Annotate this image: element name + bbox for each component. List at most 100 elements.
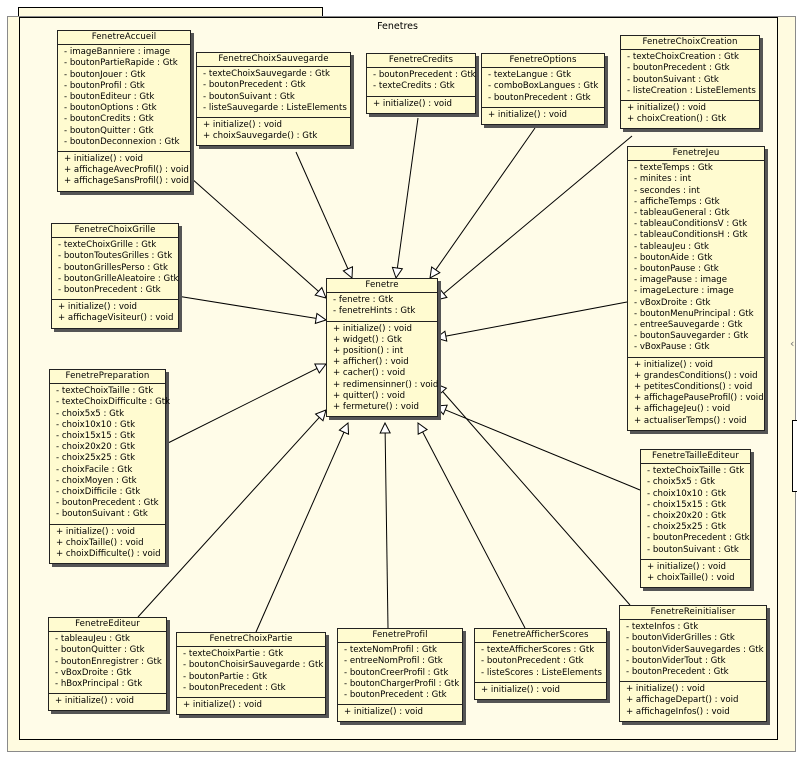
class-fenetre-options[interactable]: FenetreOptions- texteLangue : Gtk- combo… xyxy=(481,53,605,126)
methods-compartment: + initialize() : void+ widget() : Gtk+ p… xyxy=(327,320,438,417)
class-fenetre-reinitialiser[interactable]: FenetreReinitialiser- texteInfos : Gtk- … xyxy=(619,605,767,722)
attribute: - vBoxDroite : Gtk xyxy=(634,297,711,308)
class-fenetre-taille-editeur[interactable]: FenetreTailleEditeur- texteChoixTaille :… xyxy=(640,449,751,589)
attribute: - boutonProfil : Gtk xyxy=(64,80,145,91)
method: + initialize() : void xyxy=(634,359,714,370)
attribute: - tableauJeu : Gtk xyxy=(634,241,709,252)
class-fenetre-afficher-scores[interactable]: FenetreAfficherScores- texteAfficherScor… xyxy=(474,628,607,701)
offscreen-element-edge xyxy=(792,420,797,492)
generalization-arrowhead-jeu xyxy=(434,330,448,342)
class-fenetre-choix-creation[interactable]: FenetreChoixCreation- texteChoixCreation… xyxy=(620,35,760,130)
class-fenetre-credits[interactable]: FenetreCredits- boutonPrecedent : Gtk- t… xyxy=(366,53,476,114)
attribute: - boutonGrilleAleatoire : Gtk xyxy=(58,273,179,284)
methods-compartment: + initialize() : void xyxy=(367,95,475,113)
generalization-arrowhead-choixCreation xyxy=(435,288,448,301)
attribute: - comboBoxLangues : Gtk xyxy=(488,81,599,92)
attribute: - boutonCredits : Gtk xyxy=(64,114,154,125)
attribute: - boutonPrecedent : Gtk xyxy=(481,656,584,667)
generalization-arrowhead-profil xyxy=(379,421,391,434)
class-name: FenetreChoixCreation xyxy=(621,36,759,51)
class-name: FenetreEditeur xyxy=(49,618,166,633)
method: + petitesConditions() : void xyxy=(634,382,753,393)
attribute: - boutonJouer : Gtk xyxy=(64,69,146,80)
class-name: FenetreOptions xyxy=(482,54,604,69)
methods-compartment: + initialize() : void xyxy=(482,106,604,124)
class-name: FenetreAccueil xyxy=(58,31,190,46)
class-fenetre-profil[interactable]: FenetreProfil- texteNomProfil : Gtk- ent… xyxy=(337,628,463,723)
attribute: - boutonChoisirSauvegarde : Gtk xyxy=(183,660,324,671)
generalization-arrowhead-credits xyxy=(391,266,404,280)
attribute: - boutonQuitter : Gtk xyxy=(64,125,154,136)
class-fenetre-accueil[interactable]: FenetreAccueil- imageBanniere : image- b… xyxy=(57,30,191,192)
attribute: - secondes : int xyxy=(634,185,700,196)
method: + initialize() : void xyxy=(64,154,144,165)
method: + affichageAvecProfil() : void xyxy=(64,165,189,176)
generalization-line-profil xyxy=(384,432,389,629)
method: + initialize() : void xyxy=(344,707,424,718)
method: + position() : int xyxy=(333,346,404,357)
methods-compartment: + initialize() : void+ choixSauvegarde()… xyxy=(197,117,350,145)
methods-compartment: + initialize() : void+ affichageVisiteur… xyxy=(52,299,178,327)
generalization-line-choixGrille xyxy=(176,295,317,319)
methods-compartment: + initialize() : void xyxy=(338,704,462,721)
attribute: - texteChoixGrille : Gtk xyxy=(58,240,157,251)
attribute: - boutonPrecedent : Gtk xyxy=(647,533,750,544)
class-fenetre-preparation[interactable]: FenetrePreparation- texteChoixTaille : G… xyxy=(49,369,171,565)
method: + initialize() : void xyxy=(626,684,706,695)
generalization-line-preparation xyxy=(163,368,318,446)
attribute: - hBoxPrincipal : Gtk xyxy=(55,679,143,690)
attribute: - boutonEnregistrer : Gtk xyxy=(55,656,162,667)
class-fenetre-choix-partie[interactable]: FenetreChoixPartie- texteChoixPartie : G… xyxy=(176,632,326,716)
attribute: - boutonPartieRapide : Gtk xyxy=(64,58,178,69)
generalization-line-reinitialiser xyxy=(442,391,631,606)
attribute: - texteInfos : Gtk xyxy=(626,622,699,633)
class-name: FenetreChoixSauvegarde xyxy=(197,53,350,68)
attribute: - boutonToutesGrilles : Gtk xyxy=(58,251,173,262)
attribute: - texteChoixTaille : Gtk xyxy=(647,466,745,477)
attributes-compartment: - boutonPrecedent : Gtk- texteCredits : … xyxy=(367,68,476,95)
attribute: - texteTemps : Gtk xyxy=(634,163,713,174)
attribute: - boutonSuivant : Gtk xyxy=(647,544,739,555)
method: + initialize() : void xyxy=(481,684,561,695)
class-fenetre-editeur[interactable]: FenetreEditeur- tableauJeu : Gtk- bouton… xyxy=(48,617,167,712)
attribute: - texteChoixSauvegarde : Gtk xyxy=(203,69,331,80)
attribute: - boutonPrecedent : Gtk xyxy=(627,63,730,74)
package-title: Fenetres xyxy=(377,21,418,32)
method: + widget() : Gtk xyxy=(333,334,402,345)
attribute: - texteChoixDifficulte : Gtk xyxy=(56,397,171,408)
generalization-arrowhead-tailleEditeur xyxy=(434,404,448,416)
class-fenetre-choix-sauvegarde[interactable]: FenetreChoixSauvegarde- texteChoixSauveg… xyxy=(196,52,351,147)
attribute: - imageLecture : image xyxy=(634,286,734,297)
generalization-line-choixSauvegarde xyxy=(295,151,349,270)
generalization-arrowhead-choixSauvegarde xyxy=(342,266,354,280)
class-fenetre-choix-grille[interactable]: FenetreChoixGrille- texteChoixGrille : G… xyxy=(51,223,179,329)
methods-compartment: + initialize() : void+ choixTaille() : v… xyxy=(641,558,750,587)
methods-compartment: + initialize() : void xyxy=(475,681,606,699)
class-name: FenetrePreparation xyxy=(50,370,165,385)
methods-compartment: + initialize() : void+ grandesConditions… xyxy=(628,356,764,430)
attributes-compartment: - texteChoixTaille : Gtk- texteChoixDiff… xyxy=(50,384,171,523)
generalization-arrowhead-options xyxy=(429,266,441,279)
attribute: - choixFacile : Gtk xyxy=(56,464,133,475)
attribute: - boutonPrecedent : Gtk xyxy=(488,92,591,103)
attribute: - boutonPrecedent : Gtk xyxy=(56,498,159,509)
class-name: FenetreCredits xyxy=(367,54,475,69)
attribute: - entreeSauvegarde : Gtk xyxy=(634,320,743,331)
class-name: FenetreReinitialiser xyxy=(620,606,766,621)
attribute: - boutonSuivant : Gtk xyxy=(203,91,295,102)
method: + cacher() : void xyxy=(333,368,406,379)
attributes-compartment: - tableauJeu : Gtk- boutonQuitter : Gtk-… xyxy=(49,632,166,693)
attribute: - choix25x25 : Gtk xyxy=(56,453,136,464)
attribute: - choix5x5 : Gtk xyxy=(56,408,125,419)
class-name: FenetreProfil xyxy=(338,629,462,644)
class-fenetre-jeu[interactable]: FenetreJeu- texteTemps : Gtk- minites : … xyxy=(627,146,765,431)
attribute: - choix20x20 : Gtk xyxy=(647,511,727,522)
generalization-line-tailleEditeur xyxy=(445,409,641,491)
attribute: - texteAfficherScores : Gtk xyxy=(481,645,595,656)
attribute: - boutonViderGrilles : Gtk xyxy=(626,633,735,644)
class-fenetre[interactable]: Fenetre- fenetre : Gtk- fenetreHints : G… xyxy=(326,278,438,418)
attribute: - boutonSuivant : Gtk xyxy=(56,509,148,520)
method: + choixTaille() : void xyxy=(56,537,144,548)
attributes-compartment: - texteLangue : Gtk- comboBoxLangues : G… xyxy=(482,68,604,107)
